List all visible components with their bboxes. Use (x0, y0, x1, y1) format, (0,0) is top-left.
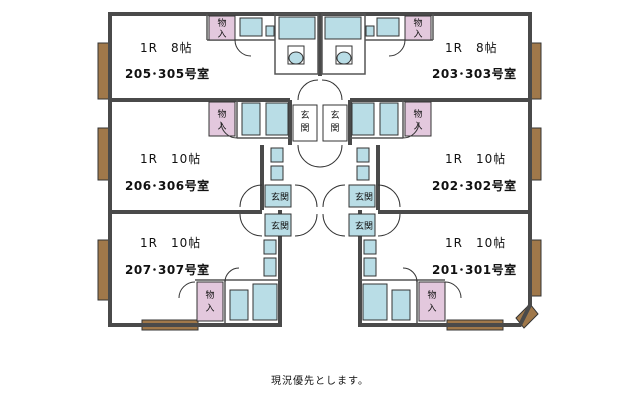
unit-205-layout: 1R 8帖 (140, 40, 193, 55)
unit-202-name: 202･302号室 (432, 178, 517, 193)
walls (108, 12, 532, 327)
entrance-labels: 玄 関 玄 関 玄 関 玄 関 玄 関 玄 関 (271, 109, 373, 232)
closet-label-b: 入 (413, 29, 422, 40)
unit-203-name: 203･303号室 (432, 66, 517, 81)
closet-207 (196, 281, 224, 322)
unit-labels: 1R 8帖 205･305号室 1R 8帖 203･303号室 1R 10帖 2… (125, 40, 517, 277)
window (97, 127, 110, 181)
closet-label-a: 物 (205, 289, 214, 301)
unit-201-layout: 1R 10帖 (445, 235, 506, 250)
entrance-label-a: 玄 (330, 109, 339, 121)
entrance-label-a: 玄 (355, 220, 364, 232)
entrance-label-a: 玄 (271, 191, 280, 203)
closet-206 (208, 101, 236, 137)
unit-206-name: 206･306号室 (125, 178, 210, 193)
window (97, 239, 110, 301)
entrances (264, 104, 376, 237)
unit-206-layout: 1R 10帖 (140, 151, 201, 166)
footnote: 現況優先とします。 (271, 376, 369, 387)
closet-label-b: 入 (217, 29, 226, 40)
entrance-label-b: 関 (300, 123, 309, 134)
entrance-label-a: 玄 (300, 109, 309, 121)
closet-label-a: 物 (217, 17, 226, 29)
closet-label-a: 物 (217, 108, 226, 120)
closet-label-b: 入 (427, 303, 436, 314)
entrance-label-a: 玄 (355, 191, 364, 203)
door-swings (178, 39, 462, 299)
unit-207-layout: 1R 10帖 (140, 235, 201, 250)
closet-202 (404, 101, 432, 137)
entrance-label-a: 玄 (271, 220, 280, 232)
bath-fixtures (229, 16, 411, 321)
unit-202-layout: 1R 10帖 (445, 151, 506, 166)
closet-label-b: 入 (205, 303, 214, 314)
closet-label-a: 物 (413, 17, 422, 29)
entrance-label-b: 関 (364, 221, 373, 232)
closet-203 (404, 15, 432, 41)
unit-205-name: 205･305号室 (125, 66, 210, 81)
closet-label-a: 物 (427, 289, 436, 301)
entrance-label-b: 関 (280, 221, 289, 232)
window (97, 42, 110, 100)
entrance-label-b: 関 (280, 192, 289, 203)
unit-203-layout: 1R 8帖 (445, 40, 498, 55)
closet-label-a: 物 (413, 108, 422, 120)
unit-201-name: 201･301号室 (432, 262, 517, 277)
unit-207-name: 207･307号室 (125, 262, 210, 277)
entrance-label-b: 関 (364, 192, 373, 203)
entrance-label-b: 関 (330, 123, 339, 134)
closet-201 (418, 281, 446, 322)
closet-205 (208, 15, 236, 41)
